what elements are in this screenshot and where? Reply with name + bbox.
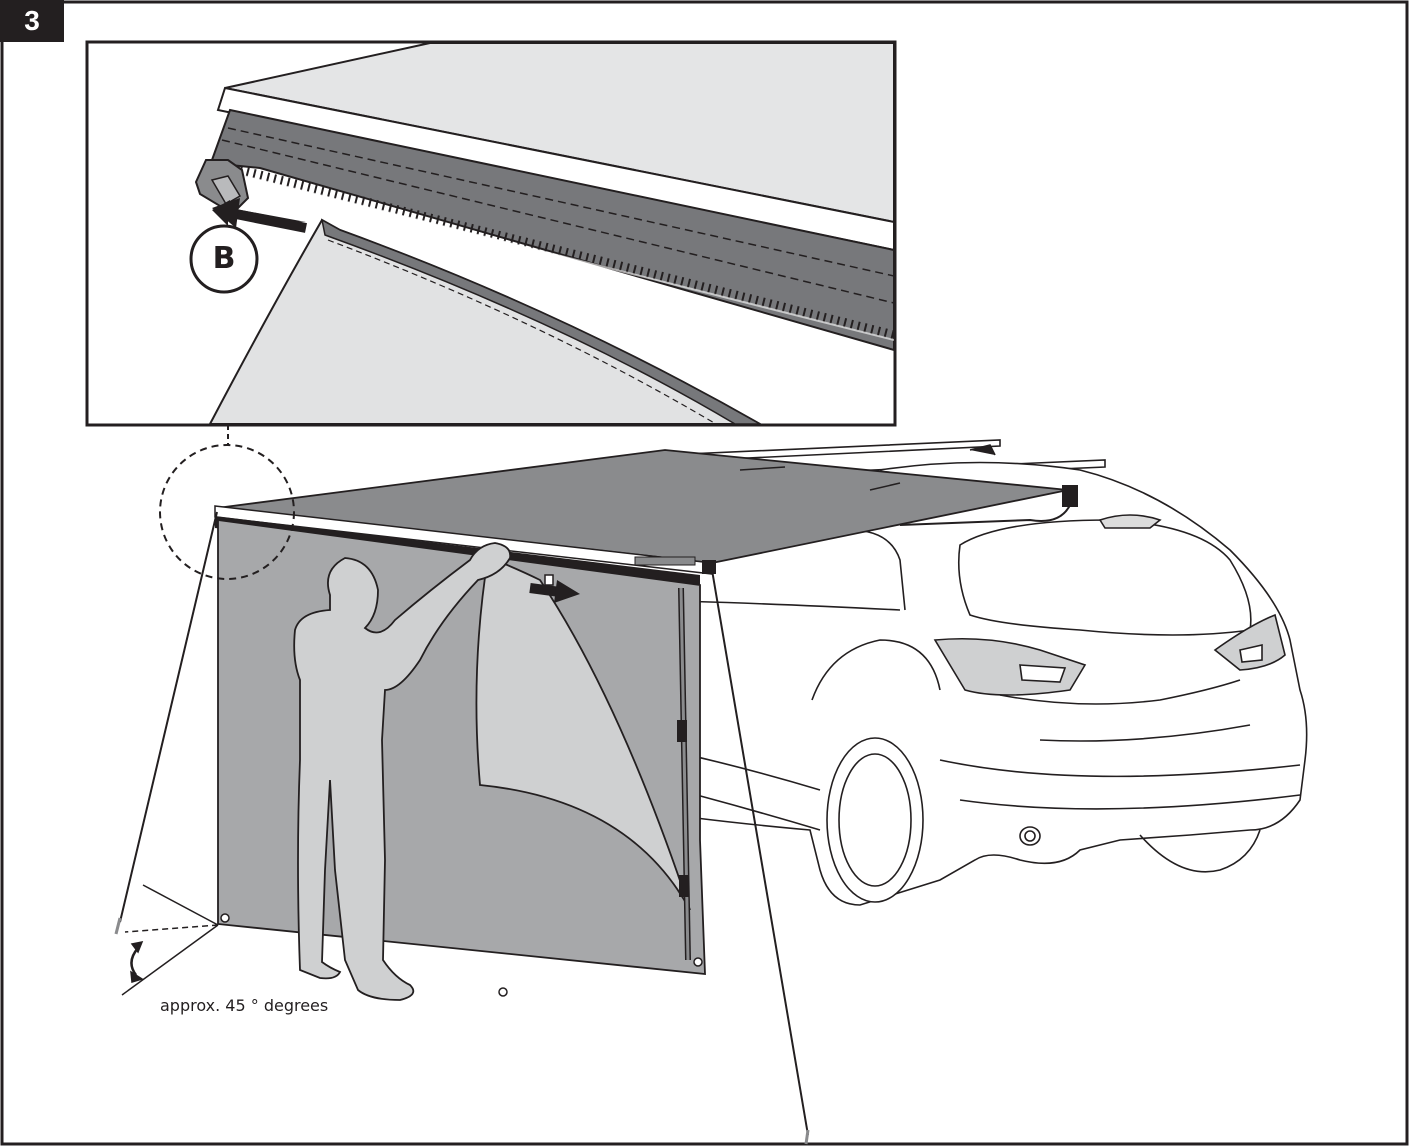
guy-rope-right	[711, 569, 809, 1136]
callout-circle	[189, 224, 259, 294]
rear-left-wheel	[826, 737, 924, 903]
detail-inset	[85, 40, 897, 427]
callout-letter: B	[212, 241, 236, 276]
angle-label: approx. 45 ° degrees	[160, 996, 329, 1015]
angle-diagram	[121, 884, 219, 996]
step-badge: 3	[0, 0, 64, 42]
guy-rope-left	[119, 511, 218, 923]
vehicle-outline	[599, 439, 1308, 906]
zipper-slider	[194, 159, 250, 212]
zoom-callout-circle	[159, 444, 295, 580]
support-pole	[677, 587, 691, 961]
arrow-left-icon	[212, 198, 307, 233]
arrow-right-icon	[529, 574, 580, 603]
person-figure	[293, 542, 512, 1001]
